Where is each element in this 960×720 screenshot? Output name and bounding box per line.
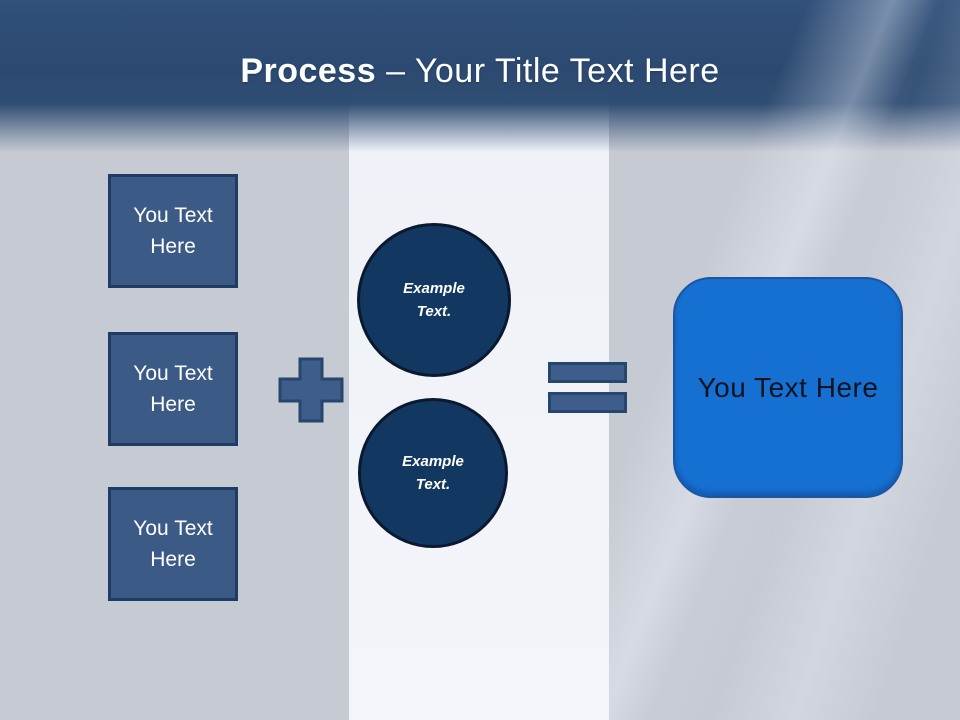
equals-icon [548,362,627,413]
plus-icon [278,357,344,423]
example-circle-1-label: Example Text. [403,279,465,320]
example-circle-1: Example Text. [357,223,511,377]
example-circle-2: Example Text. [358,398,508,548]
input-box-3: You Text Here [108,487,238,601]
input-box-2: You Text Here [108,332,238,446]
input-box-1: You Text Here [108,174,238,288]
input-box-2-label: You Text Here [133,361,213,417]
title-keyword: Process [240,52,377,90]
input-box-3-label: You Text Here [133,516,213,572]
title-rest: – Your Title Text Here [386,52,720,90]
input-box-1-label: You Text Here [133,203,213,259]
example-circle-2-label: Example Text. [402,452,464,493]
equals-bar-top [548,362,627,383]
slide-title: Process – Your Title Text Here [0,52,960,91]
equals-bar-bottom [548,392,627,413]
result-box-label: You Text Here [697,371,879,403]
result-box: You Text Here [673,277,903,498]
title-banner: Process – Your Title Text Here [0,0,960,152]
